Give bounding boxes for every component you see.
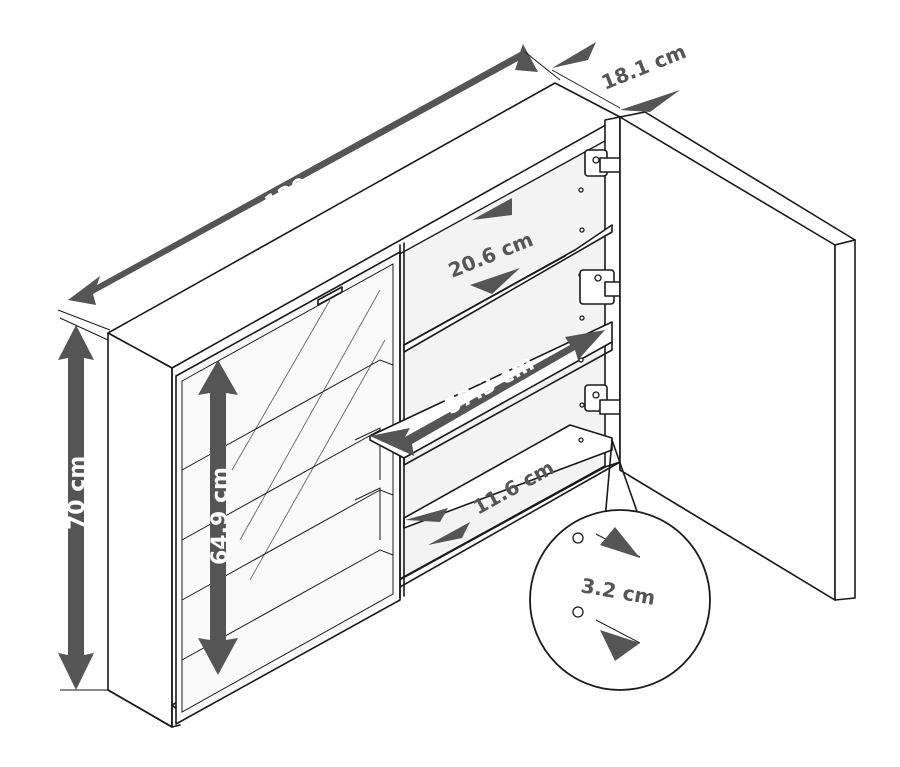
hole-arrow-bottom	[600, 630, 640, 661]
hole-detail-callout	[529, 439, 711, 691]
detail-circle	[529, 509, 711, 691]
dim-height-label: 70 cm	[65, 456, 90, 530]
detail-hole-upper	[572, 532, 584, 544]
left-side-panel	[107, 332, 173, 728]
dim-depth-label: 18.1 cm	[598, 39, 690, 95]
right-door	[619, 111, 856, 601]
left-door-panel	[175, 251, 401, 725]
dim-height: 70 cm	[58, 317, 109, 691]
door-handle	[317, 286, 343, 306]
hole-arrow-top	[600, 527, 640, 558]
dim-inner-height-label: 64.9 cm	[208, 467, 233, 565]
detail-hole-lower	[572, 606, 584, 618]
dim-inner-height: 64.9 cm	[198, 360, 238, 675]
